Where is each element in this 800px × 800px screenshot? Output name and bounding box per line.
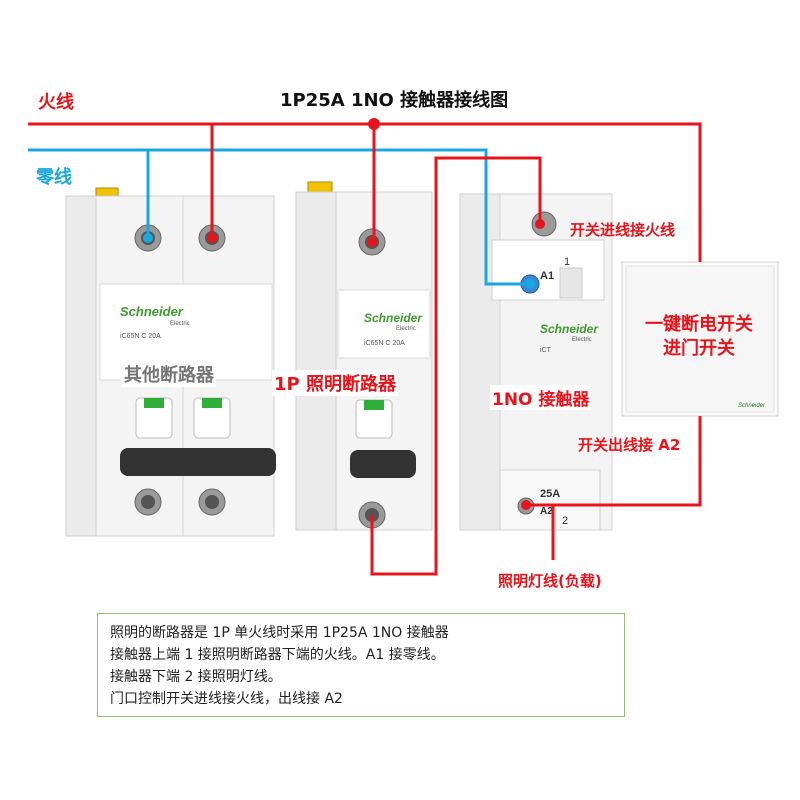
live-wires [28,122,702,576]
terminal-a1: A1 [540,270,554,282]
terminal-a2: A2 [540,506,553,517]
breaker2p-neutral-terminal-dot [143,233,153,243]
diagram-title: 1P25A 1NO 接触器接线图 [280,90,509,111]
switch-text: 一键断电开关 进门开关 [624,313,774,361]
lighting-breaker-label: 1P 照明断路器 [272,370,398,396]
rating-25a: 25A [540,488,560,500]
switch-text-line1: 一键断电开关 [645,314,753,335]
switch-text-line2: 进门开关 [663,338,735,359]
live-junction-dot [368,118,380,130]
contactor-terminal-1-dot [535,219,545,229]
switch-brand: Schneider [738,403,766,409]
terminal-1: 1 [564,256,570,268]
neutral-wire-label: 零线 [36,167,72,188]
breaker2p-live-terminal-dot [207,233,217,243]
contactor-a2-dot [521,500,531,510]
note-line: 照明的断路器是 1P 单火线时采用 1P25A 1NO 接触器 [110,625,449,641]
model-text-2p: iC65N C 20A [120,333,161,340]
switch-out-label: 开关出线接 A2 [578,436,681,454]
other-breaker-label: 其他断路器 [122,361,216,387]
breaker-top-terminal-dot [367,237,377,247]
terminal-2: 2 [562,515,568,527]
note-line: 接触器上端 1 接照明断路器下端的火线。A1 接零线。 [110,647,445,663]
live-wire-label: 火线 [38,92,74,113]
light-line-label: 照明灯线(负载) [498,572,602,590]
brand-text: Schneider [540,322,599,336]
contactor-a1-dot [525,279,535,289]
contactor-model: iCT [540,347,552,354]
note-line: 门口控制开关进线接火线，出线接 A2 [110,691,343,707]
contactor-1no: A1 1 25A A2 2 Schneider Electric iCT [459,193,613,531]
brand-text: Schneider [120,304,184,319]
note-line: 接触器下端 2 接照明灯线。 [110,669,282,685]
lighting-breaker-1p: Schneider Electric iC65N C 20A [295,181,433,531]
model-text-1p: iC65N C 20A [364,340,405,347]
notes-box: 照明的断路器是 1P 单火线时采用 1P25A 1NO 接触器 接触器上端 1 … [97,613,625,717]
brand-text: Schneider [364,311,423,325]
brand-sub-text: Electric [396,326,416,332]
contactor-label: 1NO 接触器 [490,385,592,410]
brand-sub-text: Electric [572,337,592,343]
switch-in-label: 开关进线接火线 [570,221,676,239]
brand-sub-text: Electric [170,321,190,327]
neutral-wires [28,148,530,286]
